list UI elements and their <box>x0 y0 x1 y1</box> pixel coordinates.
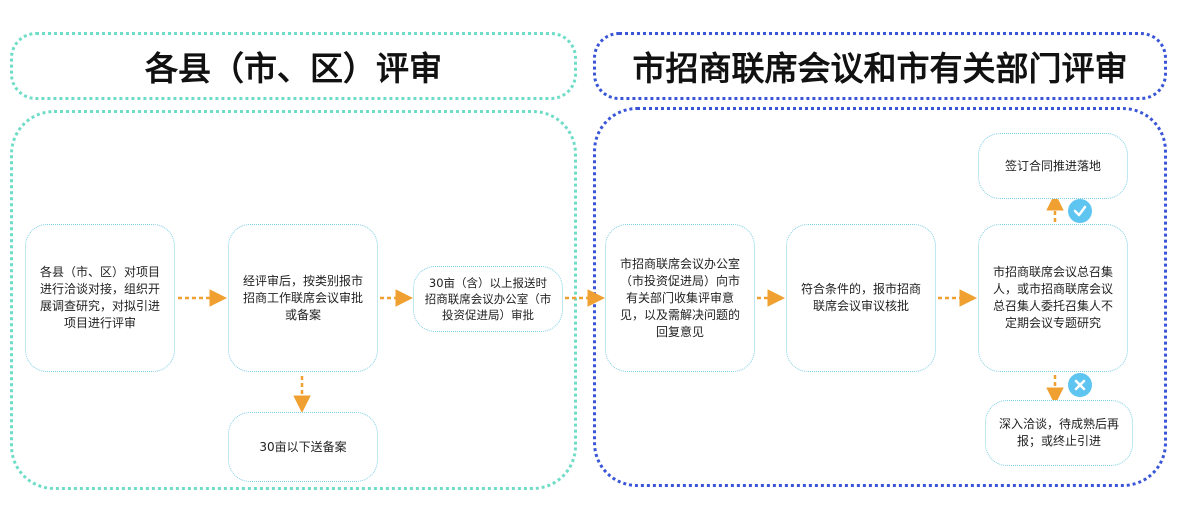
county-review-box: 各县（市、区）对项目进行洽谈对接，组织开展调查研究，对拟引进项目进行评审 <box>25 224 175 372</box>
check-icon <box>1068 199 1092 223</box>
convener-box: 市招商联席会议总召集人，或市招商联席会议总召集人委托召集人不定期会议专题研究 <box>978 224 1128 372</box>
under-30-mu-box: 30亩以下送备案 <box>228 412 378 482</box>
after-review-box: 经评审后，按类别报市招商工作联席会议审批或备案 <box>228 224 378 372</box>
cross-icon <box>1068 373 1092 397</box>
over-30-mu-box: 30亩（含）以上报送时招商联席会议办公室（市投资促进局）审批 <box>413 266 563 332</box>
office-collect-box: 市招商联席会议办公室（市投资促进局）向市有关部门收集评审意见，以及需解决问题的回… <box>605 224 755 372</box>
sign-contract-box: 签订合同推进落地 <box>978 133 1128 199</box>
deepen-negotiation-box: 深入洽谈，待成熟后再报；或终止引进 <box>985 400 1133 466</box>
city-section-title: 市招商联席会议和市有关部门评审 <box>632 49 1128 88</box>
city-title-frame <box>593 32 1167 100</box>
qualified-box: 符合条件的，报市招商联席会议审议核批 <box>786 224 936 372</box>
county-section-title: 各县（市、区）评审 <box>145 49 442 88</box>
county-title-frame <box>10 32 577 100</box>
county-section-frame <box>10 110 577 490</box>
